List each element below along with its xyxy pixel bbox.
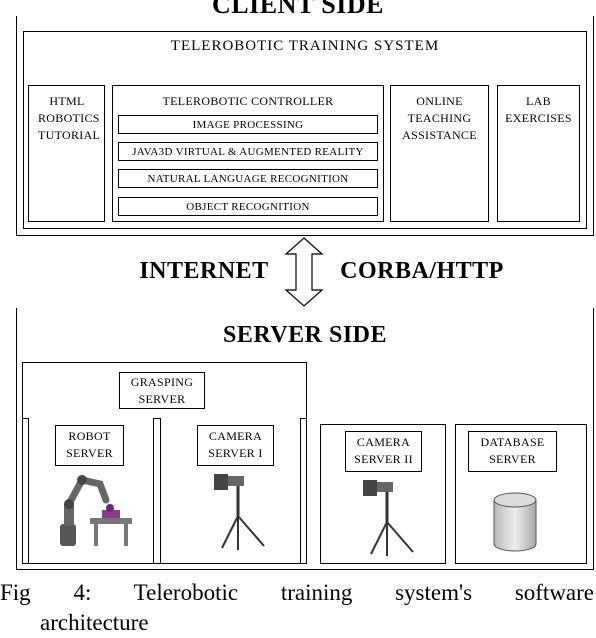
figure-caption: Fig 4: Telerobotic training system's sof… — [0, 578, 594, 608]
training-system-title: TELEROBOTIC TRAINING SYSTEM — [170, 38, 440, 54]
server-side-title: SERVER SIDE — [222, 322, 388, 348]
robot-arm-icon — [60, 475, 132, 546]
module-java3d — [118, 142, 378, 161]
camera-server-1-label: CAMERA SERVER I — [208, 429, 263, 460]
camera-server-1-group — [160, 418, 301, 564]
camera-server-2-box — [345, 431, 422, 472]
server-frame — [16, 308, 594, 570]
camera-server-1-box — [197, 425, 274, 466]
protocol-label: CORBA/HTTP — [340, 258, 504, 284]
client-frame — [16, 16, 594, 236]
caption-line-2: architecture — [40, 610, 149, 635]
module-object-recognition — [118, 197, 378, 216]
grasping-server-label: GRASPING SERVER — [130, 375, 194, 406]
database-cylinder-icon — [493, 492, 537, 552]
internet-label: INTERNET — [139, 258, 269, 284]
module-label: JAVA3D VIRTUAL & AUGMENTED REALITY — [132, 146, 364, 158]
lab-exercises-label: LAB EXERCISES — [505, 94, 572, 125]
grasping-server-box — [119, 372, 205, 409]
camera-tripod-icon — [214, 474, 265, 550]
module-label: NATURAL LANGUAGE RECOGNITION — [147, 173, 349, 185]
module-label: OBJECT RECOGNITION — [186, 201, 310, 213]
caption-line-1: Telerobotic training system's software — [133, 580, 595, 605]
robot-server-box — [55, 425, 124, 466]
module-label: IMAGE PROCESSING — [192, 119, 304, 131]
controller-title: TELEROBOTIC CONTROLLER — [162, 94, 334, 108]
caption-number: 4 — [73, 580, 85, 605]
client-side-title: CLIENT SIDE — [212, 0, 384, 19]
robot-server-label: ROBOT SERVER — [66, 429, 113, 460]
html-tutorial-box — [28, 85, 105, 222]
module-image-processing — [118, 115, 378, 134]
double-arrow-icon — [284, 237, 324, 307]
camera-tripod-icon — [363, 480, 414, 556]
camera-server-2-label: CAMERA SERVER II — [354, 435, 413, 466]
html-tutorial-label: HTML ROBOTICS TUTORIAL — [38, 94, 101, 142]
caption-colon: : — [84, 580, 92, 605]
module-nlr — [118, 169, 378, 188]
caption-prefix: Fig — [0, 580, 31, 605]
database-server-box — [468, 431, 557, 472]
online-assistance-label: ONLINE TEACHING ASSISTANCE — [402, 94, 477, 142]
lab-exercises-box — [497, 85, 580, 222]
database-server-label: DATABASE SERVER — [480, 435, 545, 466]
online-assistance-box — [390, 85, 489, 222]
